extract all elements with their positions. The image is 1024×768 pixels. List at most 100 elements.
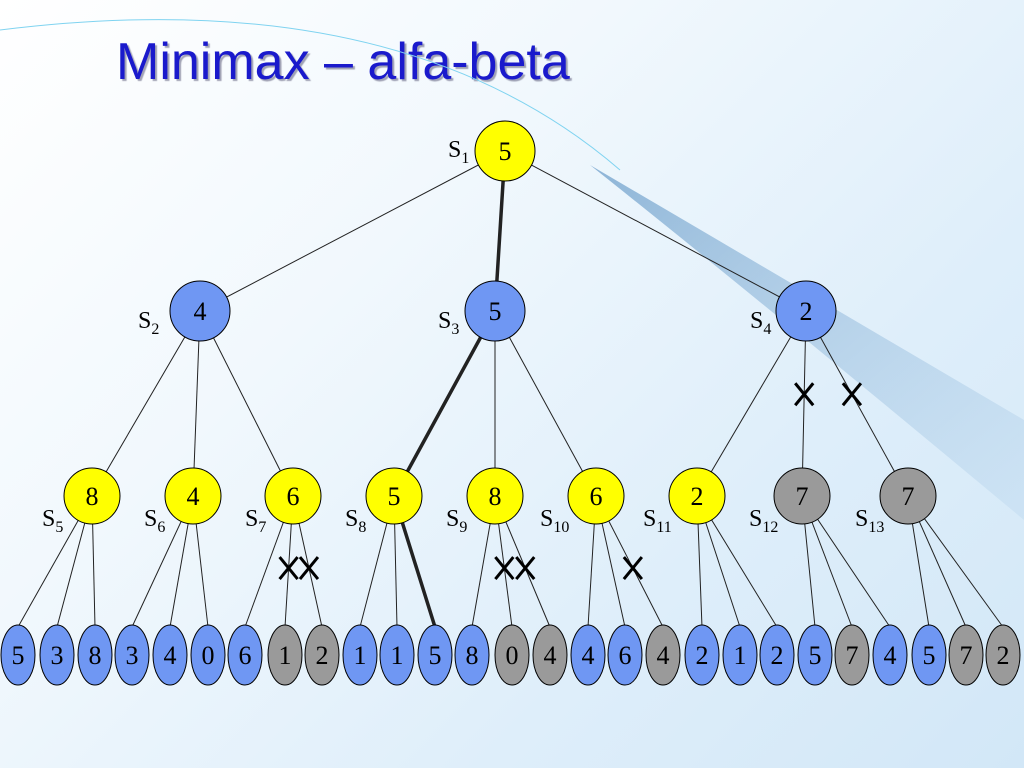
tree-edge-s4-s11 (696, 310, 807, 497)
leaf-node: 7 (948, 624, 984, 686)
leaf-node: 4 (872, 624, 908, 686)
prune-cut-icon (494, 556, 515, 580)
leaf-value: 5 (809, 641, 822, 670)
node-value: 7 (902, 482, 915, 511)
prune-cut-icon (841, 382, 863, 407)
leaf-node: 5 (911, 624, 947, 686)
tree-edge-s2-s5 (91, 310, 201, 497)
leaf-node: 8 (454, 624, 490, 686)
tree-node-s5: 8S5 (42, 467, 121, 536)
background-wedge (590, 165, 1024, 520)
tree-node-s4: 2S4 (750, 280, 837, 342)
leaf-value: 0 (202, 641, 215, 670)
tree-edge-s1-s4 (504, 150, 807, 312)
leaf-node: 2 (759, 624, 795, 686)
leaf-value: 6 (239, 641, 252, 670)
node-value: 8 (86, 482, 99, 511)
leaf-node: 3 (39, 624, 75, 686)
leaf-node: 4 (645, 624, 681, 686)
prune-cut-icon (278, 556, 299, 580)
leaf-node: 2 (684, 624, 720, 686)
leaf-node: 5 (797, 624, 833, 686)
background-swoosh (0, 19, 621, 171)
leaf-value: 4 (544, 641, 557, 670)
tree-node-s8: 5S8 (345, 467, 423, 536)
leaf-value: 4 (657, 641, 670, 670)
node-value: 4 (194, 297, 207, 326)
prune-cut-icon (515, 556, 536, 580)
leaf-value: 4 (884, 641, 897, 670)
tree-edge-s2-s7 (199, 310, 294, 497)
leaf-value: 7 (846, 641, 859, 670)
node-label: S10 (540, 506, 569, 536)
leaf-value: 1 (734, 641, 747, 670)
tree-node-s6: 4S6 (144, 467, 222, 536)
tree-edge-s2-s6 (192, 310, 201, 497)
leaf-node: 0 (494, 624, 530, 686)
leaf-value: 5 (923, 641, 936, 670)
tree-node-s9: 8S9 (446, 467, 524, 536)
tree-edge-s1-s2 (199, 150, 506, 312)
node-label: S13 (855, 506, 884, 536)
node-value: 6 (287, 482, 300, 511)
leaf-node: 1 (379, 624, 415, 686)
leaf-value: 4 (164, 641, 177, 670)
node-value: 2 (691, 482, 704, 511)
leaf-value: 1 (279, 641, 292, 670)
node-value: 4 (187, 482, 200, 511)
tree-edge-s4-s13 (805, 310, 909, 497)
node-label: S12 (749, 506, 778, 536)
node-value: 7 (796, 482, 809, 511)
leaf-value: 4 (582, 641, 595, 670)
leaf-value: 5 (429, 641, 442, 670)
prune-cut-icon (794, 382, 815, 407)
tree-node-s1: 5S1 (448, 120, 536, 182)
tree-node-s3: 5 S3 (438, 280, 526, 342)
node-label: S8 (345, 506, 366, 536)
node-label: S2 (138, 308, 159, 338)
node-label: S5 (42, 506, 63, 536)
tree-edge-s3-s8 (392, 310, 497, 497)
node-value: 5 (489, 297, 502, 326)
leaf-value: 6 (619, 641, 632, 670)
tree-node-s2: 4 S2 (138, 280, 231, 342)
leaf-node: 0 (190, 624, 226, 686)
leaf-node: 5 (417, 624, 453, 686)
leaf-value: 2 (997, 641, 1010, 670)
leaf-value: 7 (960, 641, 973, 670)
leaf-node: 2 (304, 624, 340, 686)
node-value: 8 (489, 482, 502, 511)
leaf-node: 2 (985, 624, 1021, 686)
leaf-value: 3 (51, 641, 64, 670)
prune-cut-icon (622, 556, 644, 580)
leaf-value: 8 (89, 641, 102, 670)
node-label: S3 (438, 308, 459, 338)
node-label: S9 (446, 506, 467, 536)
node-label: S1 (448, 137, 469, 167)
prune-cut-icon (298, 556, 320, 580)
leaf-node: 1 (342, 624, 378, 686)
leaf-node: 8 (77, 624, 113, 686)
leaf-value: 2 (771, 641, 784, 670)
tree-node-s7: 6S7 (245, 467, 322, 536)
leaf-value: 1 (354, 641, 367, 670)
tree-edge-s3-s10 (494, 310, 597, 497)
node-value: 2 (800, 297, 813, 326)
leaf-node: 6 (227, 624, 263, 686)
leaf-value: 2 (316, 641, 329, 670)
leaf-value: 5 (12, 641, 25, 670)
tree-edge-s4-s12 (801, 310, 807, 497)
leaf-node: 5 (0, 624, 36, 686)
leaf-node: 4 (570, 624, 606, 686)
leaf-node: 3 (114, 624, 150, 686)
leaf-node: 6 (607, 624, 643, 686)
node-label: S6 (144, 506, 165, 536)
leaf-node: 4 (532, 624, 568, 686)
leaf-value: 1 (391, 641, 404, 670)
leaf-node: 1 (722, 624, 758, 686)
